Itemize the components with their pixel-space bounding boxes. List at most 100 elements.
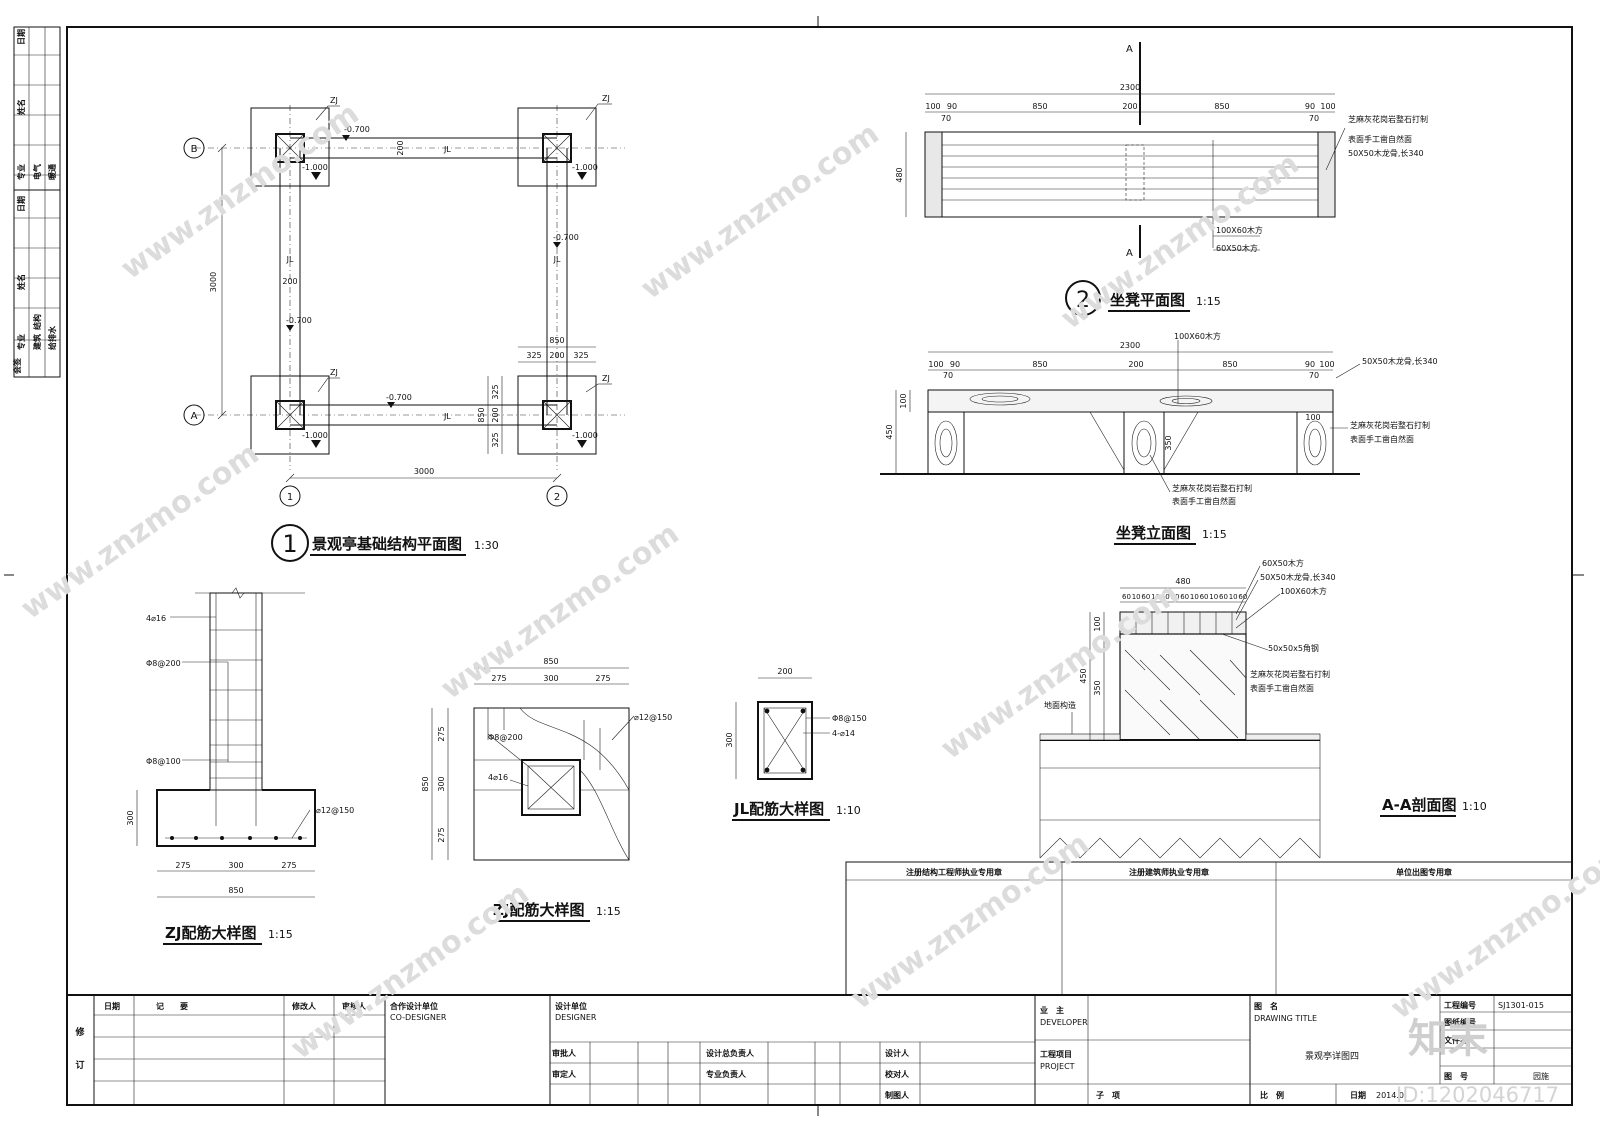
strip-date-1: 日期 bbox=[16, 29, 26, 45]
zj-plan-v-total: 850 bbox=[421, 776, 430, 791]
zj-plan-detail: Φ8@200 4⌀16 ⌀12@150 850 275 300 275 850 … bbox=[421, 657, 672, 922]
aa-slat-dim: 60 bbox=[1122, 593, 1131, 601]
grid-a: A bbox=[191, 411, 198, 422]
bench-plan-scale: 1:15 bbox=[1196, 295, 1221, 308]
strip-sign: 会签 bbox=[12, 357, 22, 374]
aa-h-450: 450 bbox=[1079, 668, 1088, 683]
bench-plan-title: 坐凳平面图 bbox=[1110, 291, 1185, 309]
elev-marker bbox=[286, 325, 294, 331]
zj-sec-dim-2: 275 bbox=[281, 861, 296, 870]
aa-slat-dim: 60 bbox=[1238, 593, 1247, 601]
aa-paving: 地面构造 bbox=[1044, 700, 1076, 710]
elev-marker bbox=[577, 440, 587, 448]
zj-sec-h-300: 300 bbox=[126, 810, 135, 825]
jl-height: 300 bbox=[725, 732, 734, 747]
aa-note-4: 芝麻灰花岗岩整石打制 bbox=[1250, 669, 1330, 679]
strip-spec-1: 专业 bbox=[16, 164, 26, 180]
zj-plan-dim-1: 300 bbox=[543, 674, 558, 683]
strip-struct: 结构 bbox=[32, 314, 42, 330]
bench-elev-sub-70-l: 70 bbox=[943, 371, 953, 380]
dim-3000-v: 3000 bbox=[209, 272, 218, 292]
zj-plan-label-2: ⌀12@150 bbox=[634, 713, 672, 722]
tb-drawing-title-en: DRAWING TITLE bbox=[1254, 1014, 1317, 1023]
tb-owner-en: DEVELOPER bbox=[1040, 1018, 1088, 1027]
tb-co-designer-en: CO-DESIGNER bbox=[390, 1013, 447, 1022]
tb-scale-label: 比 例 bbox=[1260, 1090, 1284, 1100]
grid-2: 2 bbox=[554, 492, 560, 503]
zj-plan-total: 850 bbox=[543, 657, 558, 666]
zj-plan-v-dim-0: 275 bbox=[437, 726, 446, 741]
foundation-plan: B A 1 2 ZJ ZJ ZJ ZJ -0.700 -1.000 -1.000… bbox=[183, 94, 625, 562]
tb-spec-chief: 专业负责人 bbox=[706, 1069, 747, 1079]
bench-elev-right-note: 50X50木龙骨,长340 bbox=[1362, 356, 1438, 366]
bench-elev-note-b0: 芝麻灰花岗岩整石打制 bbox=[1172, 483, 1252, 493]
tb-project-en: PROJECT bbox=[1040, 1062, 1075, 1071]
jl-label-a: JL bbox=[443, 412, 451, 421]
dim-325-left: 325 bbox=[526, 351, 541, 360]
bench-plan-dim-3: 200 bbox=[1122, 102, 1137, 111]
zj-sec-label-2: Φ8@100 bbox=[146, 757, 181, 766]
bench-plan-dim-6: 100 bbox=[1320, 102, 1335, 111]
elev-marker bbox=[577, 172, 587, 180]
zj-plan-label-1: 4⌀16 bbox=[488, 773, 508, 782]
bench-elev-side-label: 100 bbox=[1305, 413, 1320, 422]
bench-elev-dim-4: 850 bbox=[1222, 360, 1237, 369]
tb-stage-label: 图 号 bbox=[1444, 1072, 1468, 1081]
zj-sec-label-1: Φ8@200 bbox=[146, 659, 181, 668]
strip-name-2: 姓名 bbox=[16, 274, 26, 291]
bench-elev-h-350: 350 bbox=[1164, 435, 1173, 450]
bench-elev-scale: 1:15 bbox=[1202, 528, 1227, 541]
bench-elev-dim-3: 200 bbox=[1128, 360, 1143, 369]
aa-slat-dim: 10 bbox=[1190, 593, 1199, 601]
section-mark-bottom: A bbox=[1126, 248, 1133, 259]
zj-plan-v-dim-2: 275 bbox=[437, 827, 446, 842]
aa-slat-dim: 60 bbox=[1141, 593, 1150, 601]
zj-label-3: ZJ bbox=[330, 368, 338, 377]
dim-850-v: 850 bbox=[477, 407, 486, 422]
tb-designed-by: 设计人 bbox=[885, 1048, 910, 1058]
tb-file-label: 文件名 bbox=[1444, 1035, 1468, 1045]
aa-slat-dim: 10 bbox=[1151, 593, 1160, 601]
zj-plan-dim-0: 275 bbox=[491, 674, 506, 683]
tb-drawing-title-cn: 图 名 bbox=[1254, 1001, 1278, 1011]
bench-plan-note-1: 表面手工凿自然面 bbox=[1348, 134, 1412, 144]
aa-note-3: 50x50x5角钢 bbox=[1268, 643, 1319, 653]
bench-elev-title: 坐凳立面图 bbox=[1116, 524, 1191, 542]
strip-hvac: 暖通 bbox=[47, 164, 57, 180]
zj-label-2: ZJ bbox=[602, 94, 610, 103]
tb-designer-cn: 设计单位 bbox=[555, 1001, 587, 1011]
dim-325-v1: 325 bbox=[491, 384, 500, 399]
bench-elev-dim-6: 100 bbox=[1319, 360, 1334, 369]
aa-slat-dim: 60 bbox=[1219, 593, 1228, 601]
tb-record: 记 要 bbox=[156, 1001, 188, 1011]
tb-designer-en: DESIGNER bbox=[555, 1013, 597, 1022]
bench-plan-note-2: 50X50木龙骨,长340 bbox=[1348, 148, 1424, 158]
jl-width: 200 bbox=[777, 667, 792, 676]
bench-plan-dim-5: 90 bbox=[1305, 102, 1315, 111]
jl-label-b: JL bbox=[443, 145, 451, 154]
wm-site-7: www.znzmo.com bbox=[845, 826, 1096, 1016]
tb-drawing-title-value: 景观亭详图四 bbox=[1305, 1050, 1359, 1062]
dim-200-v: 200 bbox=[491, 407, 500, 422]
zj-sec-title: ZJ配筋大样图 bbox=[165, 924, 256, 942]
jl-label-1: 4-⌀14 bbox=[832, 729, 855, 738]
plan-number: 1 bbox=[282, 530, 297, 558]
bench-elev-note-r1: 表面手工凿自然面 bbox=[1350, 434, 1414, 444]
dim-325-v2: 325 bbox=[491, 432, 500, 447]
tb-revise-1: 修 bbox=[74, 1026, 85, 1038]
tb-project-no-value: SJ1301-015 bbox=[1498, 1001, 1544, 1010]
aa-h-350: 350 bbox=[1093, 680, 1102, 695]
wm-site-2: www.znzmo.com bbox=[635, 116, 886, 306]
aa-note-5: 表面手工凿自然面 bbox=[1250, 683, 1314, 693]
aa-slat-dim: 60 bbox=[1161, 593, 1170, 601]
strip-spec-2: 专业 bbox=[16, 334, 26, 350]
bench-plan-depth: 480 bbox=[895, 167, 904, 182]
tb-date: 日期 bbox=[104, 1001, 120, 1011]
aa-note-0: 60X50木方 bbox=[1262, 558, 1304, 568]
bench-plan-number: 2 bbox=[1076, 288, 1090, 313]
zj-plan-title: ZJ配筋大样图 bbox=[493, 901, 584, 919]
wm-logo: 知末 bbox=[1408, 1016, 1488, 1062]
zj-label-4: ZJ bbox=[602, 374, 610, 383]
bench-plan-dim-2: 850 bbox=[1032, 102, 1047, 111]
